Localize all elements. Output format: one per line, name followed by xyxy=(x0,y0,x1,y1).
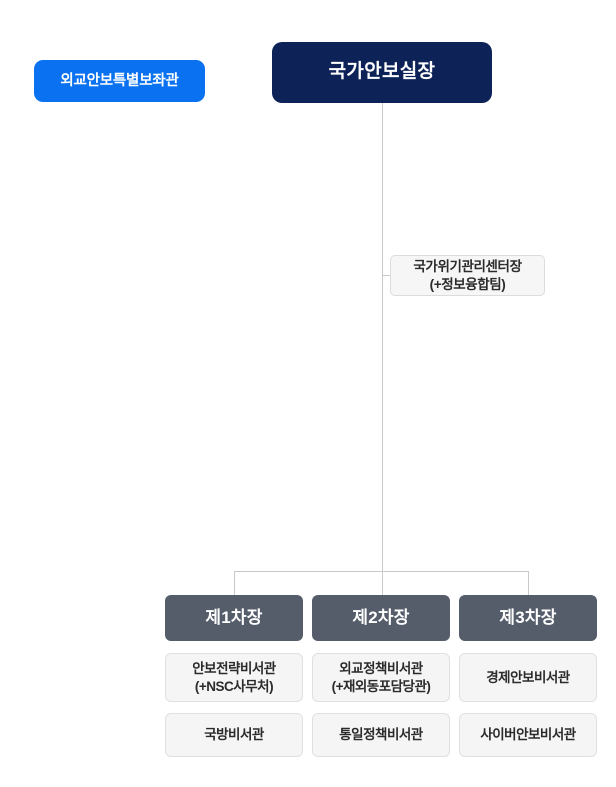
node-secretary-3-2[interactable]: 사이버안보비서관 xyxy=(459,713,597,757)
node-special-advisor-label: 외교안보특별보좌관 xyxy=(60,72,179,89)
node-secretary-3-1-label: 경제안보비서관 xyxy=(486,669,570,685)
node-secretary-1-2[interactable]: 국방비서관 xyxy=(165,713,303,757)
node-national-security-director-label: 국가안보실장 xyxy=(328,61,436,83)
connector-deputy-drop-1 xyxy=(234,571,235,595)
node-secretary-1-2-label: 국방비서관 xyxy=(204,727,264,743)
node-special-advisor[interactable]: 외교안보특별보좌관 xyxy=(34,60,205,102)
node-crisis-management-center[interactable]: 국가위기관리센터장 (+정보융합팀) xyxy=(390,255,545,296)
connector-deputy-drop-3 xyxy=(528,571,529,595)
node-secretary-3-2-label: 사이버안보비서관 xyxy=(480,727,576,743)
node-secretary-2-2-label: 통일정책비서관 xyxy=(339,727,423,743)
node-crisis-management-center-label: 국가위기관리센터장 (+정보융합팀) xyxy=(413,259,522,292)
connector-staff-stub xyxy=(382,275,391,276)
node-secretary-1-1[interactable]: 안보전략비서관 (+NSC사무처) xyxy=(165,653,303,702)
node-secretary-1-1-label: 안보전략비서관 (+NSC사무처) xyxy=(192,661,276,694)
node-national-security-director[interactable]: 국가안보실장 xyxy=(272,42,492,103)
connector-root-trunk xyxy=(382,103,383,571)
connector-deputy-drop-2 xyxy=(382,571,383,595)
connector-deputy-bar xyxy=(234,571,528,572)
node-deputy-3[interactable]: 제3차장 xyxy=(459,595,597,641)
node-deputy-3-label: 제3차장 xyxy=(499,608,557,628)
node-secretary-2-1[interactable]: 외교정책비서관 (+재외동포담당관) xyxy=(312,653,450,702)
node-deputy-1-label: 제1차장 xyxy=(205,608,263,628)
node-secretary-2-1-label: 외교정책비서관 (+재외동포담당관) xyxy=(331,661,431,694)
node-secretary-3-1[interactable]: 경제안보비서관 xyxy=(459,653,597,702)
node-secretary-2-2[interactable]: 통일정책비서관 xyxy=(312,713,450,757)
node-deputy-2[interactable]: 제2차장 xyxy=(312,595,450,641)
node-deputy-1[interactable]: 제1차장 xyxy=(165,595,303,641)
node-deputy-2-label: 제2차장 xyxy=(352,608,410,628)
